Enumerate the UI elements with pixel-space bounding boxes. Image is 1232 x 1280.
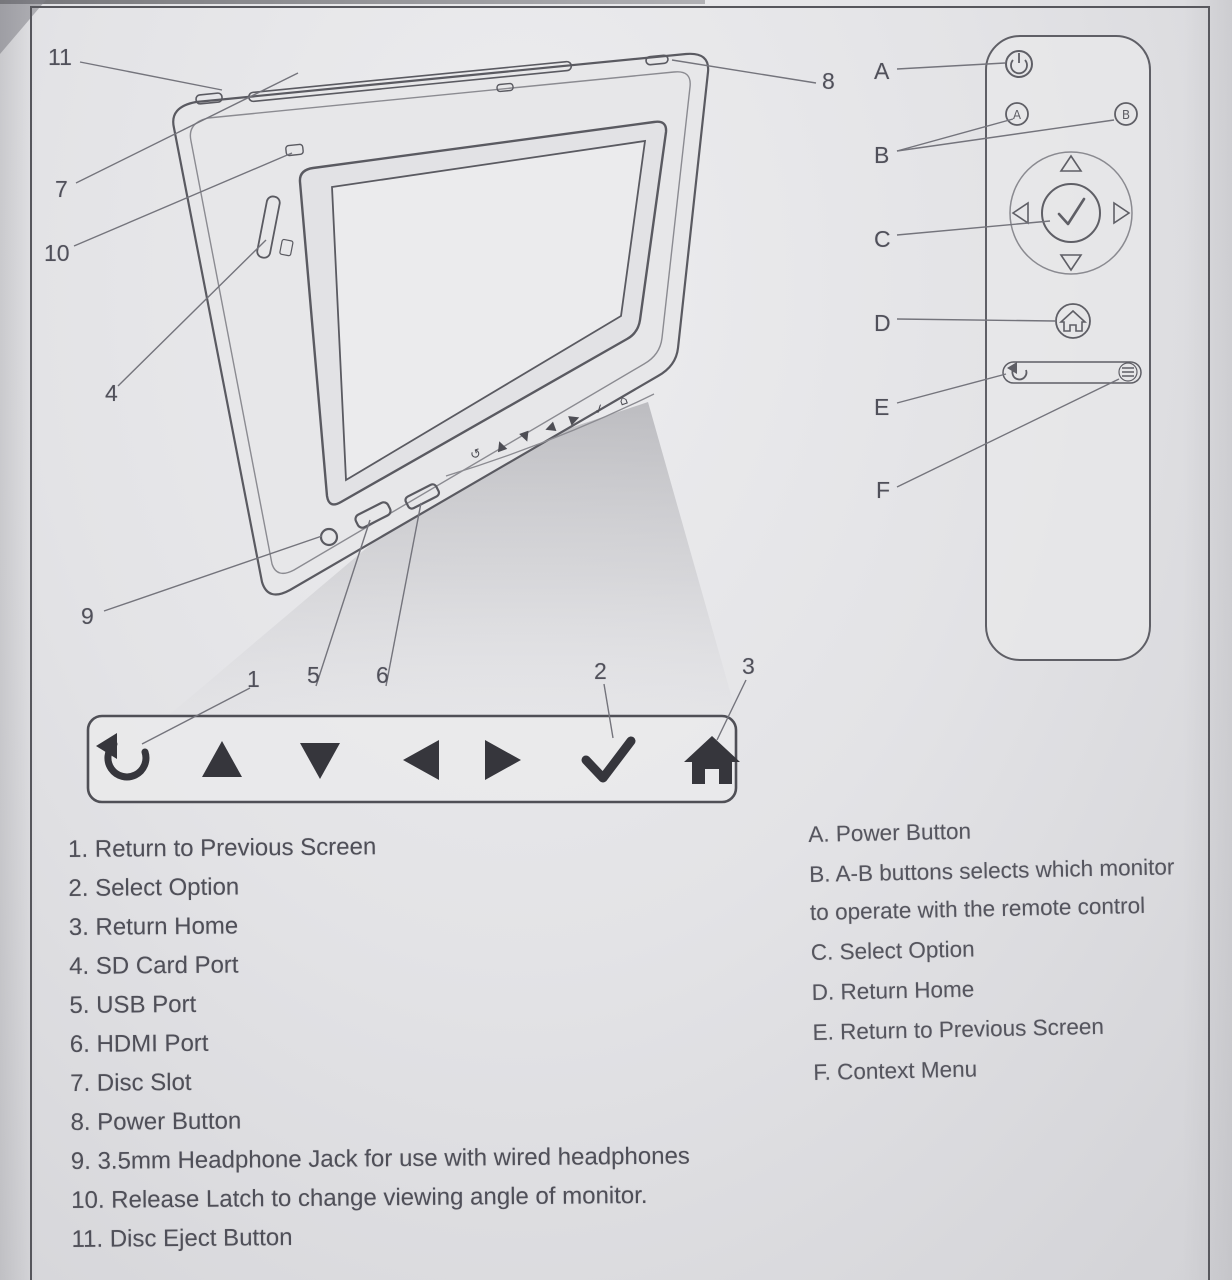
leader-11 xyxy=(79,61,223,91)
leader-10 xyxy=(73,152,293,247)
legend-item-f: F. Context Menu xyxy=(813,1056,978,1085)
legend-item-d: D. Return Home xyxy=(811,976,975,1005)
legend-item-3: 3. Return Home xyxy=(68,912,239,941)
remote-back-icon xyxy=(1007,362,1028,381)
legend-item-5: 5. USB Port xyxy=(69,990,197,1019)
callout-5: 5 xyxy=(307,662,320,688)
remote-b-label: B xyxy=(1122,108,1130,122)
power-button-device xyxy=(645,54,669,66)
release-latch xyxy=(285,143,304,157)
up-arrow-icon xyxy=(202,741,242,777)
callout-2: 2 xyxy=(594,658,607,684)
remote-dpad xyxy=(1009,151,1133,275)
remote-bottom-bar xyxy=(1002,361,1142,384)
callout-7: 7 xyxy=(55,176,68,202)
monitor-inner-rim xyxy=(189,71,691,575)
legend-item-b: B. A-B buttons selects which monitor to … xyxy=(808,854,1181,925)
callout-c: C xyxy=(874,226,891,252)
legend-item-6: 6. HDMI Port xyxy=(69,1029,209,1058)
return-icon xyxy=(96,733,150,781)
power-icon xyxy=(1010,59,1028,75)
callout-e: E xyxy=(874,394,890,420)
usb-port xyxy=(354,501,392,529)
leader-a xyxy=(896,62,1006,70)
top-sensor xyxy=(496,82,514,93)
leader-f xyxy=(896,378,1120,488)
callout-8: 8 xyxy=(822,68,835,94)
callout-6: 6 xyxy=(376,662,389,688)
leader-d xyxy=(896,318,1056,322)
remote-a-button: A xyxy=(1005,102,1029,126)
legend-item-4: 4. SD Card Port xyxy=(69,951,239,980)
leader-b1 xyxy=(896,118,1014,152)
zoom-control-bar xyxy=(86,714,740,804)
remote-home-icon xyxy=(1058,309,1088,332)
remote-left-arrow-icon xyxy=(1011,201,1029,225)
legend-item-2: 2. Select Option xyxy=(68,873,240,902)
monitor-illustration: ↺ ▲ ▼ ◀ ▶ ✓ ⌂ xyxy=(172,52,710,596)
legend-item-c: C. Select Option xyxy=(810,936,975,965)
legend-item-e: E. Return to Previous Screen xyxy=(812,1013,1105,1045)
zoom-wedge xyxy=(168,402,737,716)
left-arrow-icon xyxy=(403,740,439,780)
callout-f: F xyxy=(876,477,891,503)
leader-5 xyxy=(315,519,371,687)
callout-d: D xyxy=(874,310,891,336)
remote-body xyxy=(985,35,1151,661)
callout-9: 9 xyxy=(81,603,94,629)
right-arrow-icon xyxy=(485,740,521,780)
leader-e xyxy=(896,373,1007,404)
remote-select-check-icon xyxy=(1057,197,1086,226)
screen-panel xyxy=(331,139,647,482)
hdmi-port xyxy=(404,483,441,510)
legend-item-7: 7. Disc Slot xyxy=(70,1068,192,1097)
callout-1: 1 xyxy=(247,666,260,692)
callout-11: 11 xyxy=(48,44,72,70)
photo-top-edge xyxy=(0,0,705,4)
leader-4 xyxy=(117,239,267,387)
callout-a: A xyxy=(874,58,890,84)
legend-item-9: 9. 3.5mm Headphone Jack for use with wir… xyxy=(70,1142,690,1175)
lettered-legend: A. Power Button B. A-B buttons selects w… xyxy=(808,808,1182,1092)
legend-item-1: 1. Return to Previous Screen xyxy=(68,833,377,863)
callout-10: 10 xyxy=(44,240,70,266)
legend-item-11: 11. Disc Eject Button xyxy=(71,1224,293,1253)
leader-9 xyxy=(103,535,323,612)
remote-menu-icon xyxy=(1118,362,1138,382)
leader-lines xyxy=(73,59,1120,745)
leader-6 xyxy=(385,502,422,687)
check-icon xyxy=(581,736,636,783)
legend-item-a: A. Power Button xyxy=(808,818,972,847)
remote-home-button xyxy=(1055,303,1091,339)
remote-b-button: B xyxy=(1114,102,1138,126)
disc-eject-button xyxy=(195,92,223,105)
legend-item-10: 10. Release Latch to change viewing angl… xyxy=(71,1181,648,1214)
control-strip-curve xyxy=(445,393,655,477)
leader-7 xyxy=(75,72,299,184)
callout-4: 4 xyxy=(105,380,118,406)
home-icon xyxy=(684,736,740,784)
leader-2 xyxy=(603,683,614,739)
remote-up-arrow-icon xyxy=(1059,154,1083,172)
remote-down-arrow-icon xyxy=(1059,254,1083,272)
callout-b: B xyxy=(874,142,890,168)
leader-3 xyxy=(716,679,747,741)
callout-3: 3 xyxy=(742,653,755,679)
remote-illustration: A B xyxy=(985,35,1151,661)
remote-right-arrow-icon xyxy=(1113,201,1131,225)
numbered-legend: 1. Return to Previous Screen 2. Select O… xyxy=(68,831,691,1254)
remote-a-label: A xyxy=(1013,108,1022,122)
leader-c xyxy=(896,220,1051,236)
leader-8 xyxy=(671,59,817,84)
remote-power-button xyxy=(1005,50,1033,78)
down-arrow-icon xyxy=(300,743,340,779)
legend-item-8: 8. Power Button xyxy=(70,1107,242,1136)
leader-b2 xyxy=(896,119,1115,152)
sd-card-icon xyxy=(279,238,294,257)
sd-card-slot xyxy=(256,195,281,259)
leader-1 xyxy=(141,687,251,745)
